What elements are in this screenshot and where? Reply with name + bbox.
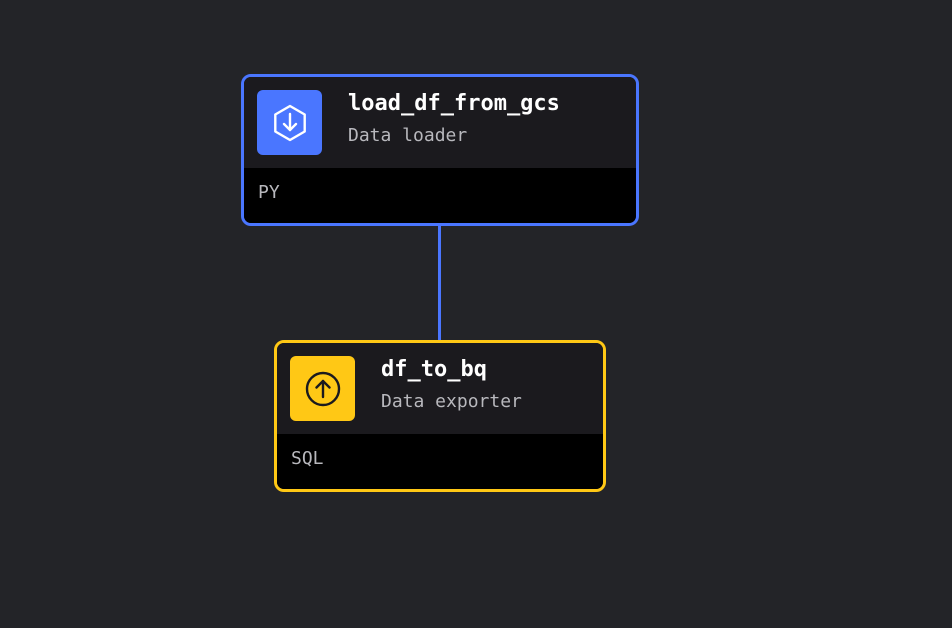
block-type: Data loader <box>348 125 468 146</box>
dependency-edge <box>438 226 441 340</box>
block-language: PY <box>258 182 280 203</box>
upload-icon <box>290 356 355 421</box>
block-header: load_df_from_gcs Data loader <box>244 77 636 168</box>
block-language: SQL <box>291 448 324 469</box>
download-icon <box>257 90 322 155</box>
block-df-to-bq[interactable]: df_to_bq Data exporter SQL <box>274 340 606 492</box>
block-header: df_to_bq Data exporter <box>277 343 603 434</box>
block-footer: SQL <box>277 434 603 489</box>
block-footer: PY <box>244 168 636 223</box>
block-name: df_to_bq <box>381 357 487 382</box>
block-load-df-from-gcs[interactable]: load_df_from_gcs Data loader PY <box>241 74 639 226</box>
block-type: Data exporter <box>381 391 522 412</box>
block-name: load_df_from_gcs <box>348 91 560 116</box>
